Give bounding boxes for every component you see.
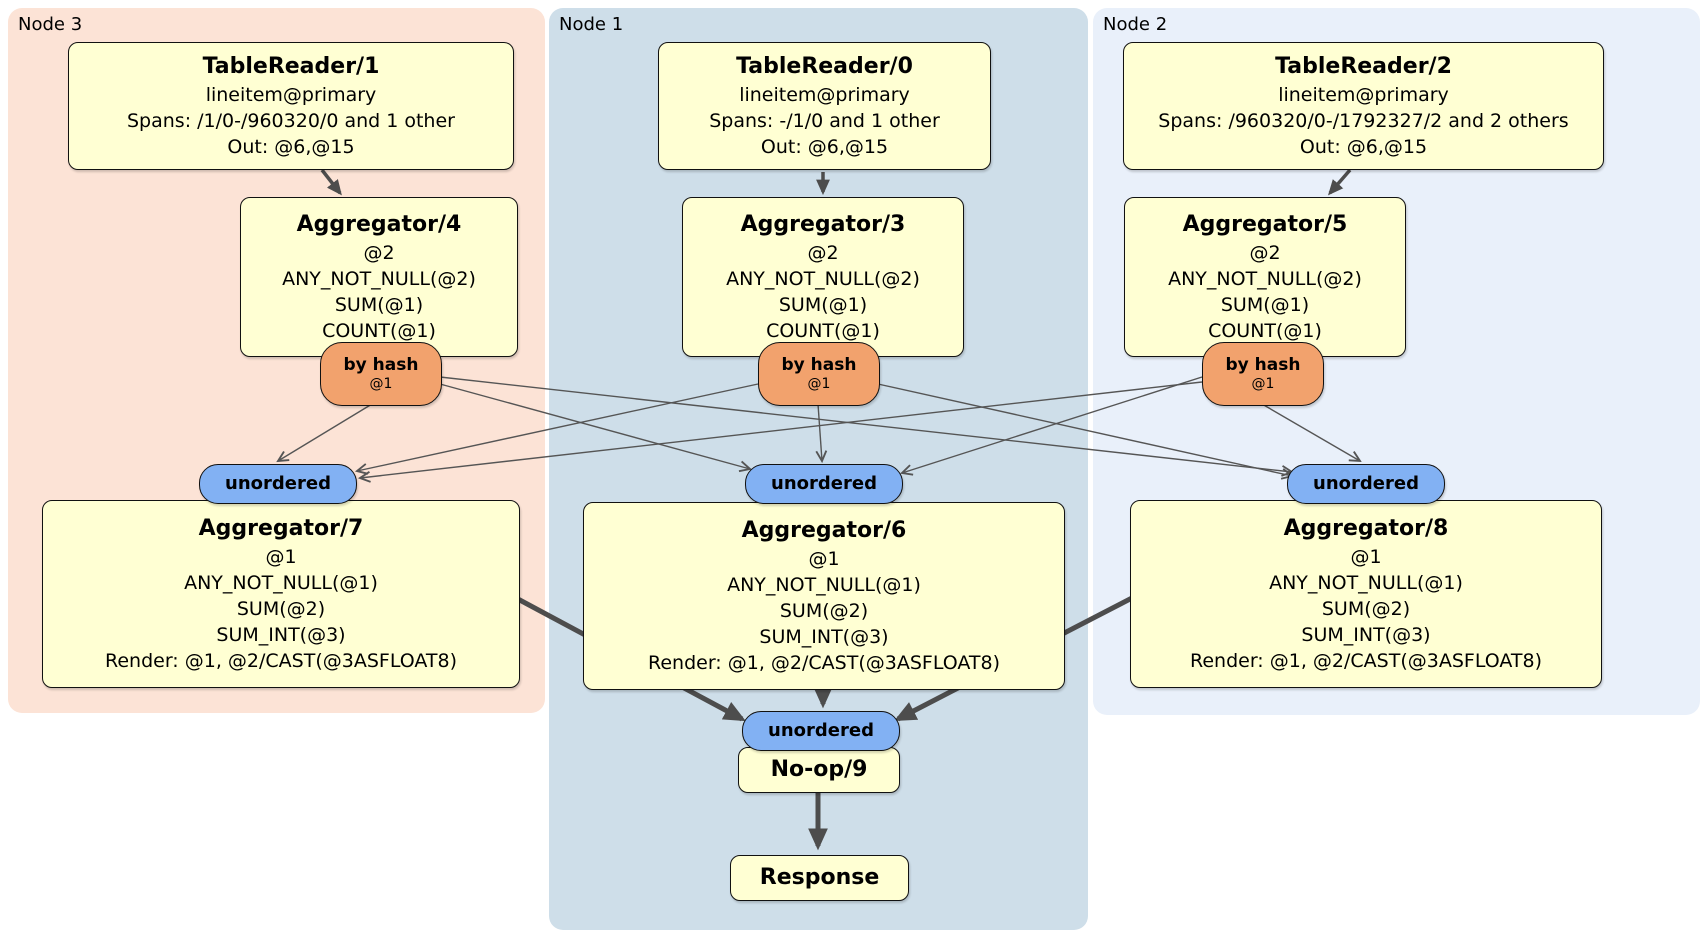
processor-detail: Render: @1, @2/CAST(@3ASFLOAT8)	[1190, 650, 1542, 672]
router-by-hash-key: @1	[1251, 376, 1275, 392]
processor-detail: ANY_NOT_NULL(@2)	[726, 268, 920, 290]
router-by-hash-label: by hash	[343, 355, 419, 375]
sync-unordered-label: unordered	[225, 473, 331, 494]
sync-unordered-label: unordered	[1313, 473, 1419, 494]
processor-detail: Render: @1, @2/CAST(@3ASFLOAT8)	[648, 652, 1000, 674]
processor-tablereader-1: TableReader/1 lineitem@primary Spans: /1…	[68, 42, 514, 170]
panel-node3-label: Node 3	[18, 14, 83, 35]
processor-detail: COUNT(@1)	[1208, 320, 1322, 342]
edge-tr2-agg5	[1327, 168, 1352, 196]
processor-detail: SUM(@1)	[1220, 294, 1310, 316]
processor-detail: COUNT(@1)	[766, 320, 880, 342]
processor-detail: lineitem@primary	[739, 84, 910, 106]
processor-response: Response	[730, 855, 909, 901]
processor-detail: @2	[363, 242, 395, 264]
router-by-hash-key: @1	[369, 376, 393, 392]
processor-title: Aggregator/6	[741, 518, 907, 543]
processor-detail: Out: @6,@15	[1299, 136, 1428, 158]
sync-unordered-label: unordered	[771, 473, 877, 494]
processor-title: Response	[759, 865, 880, 890]
sync-unordered-node1: unordered	[745, 464, 903, 504]
edge-hash2-sync2	[1261, 403, 1360, 461]
processor-noop-9: No-op/9	[738, 747, 900, 793]
processor-detail: ANY_NOT_NULL(@1)	[727, 574, 921, 596]
panel-node2-label: Node 2	[1103, 14, 1168, 35]
processor-title: Aggregator/4	[296, 212, 462, 237]
processor-detail: SUM(@1)	[334, 294, 424, 316]
processor-detail: SUM(@1)	[778, 294, 868, 316]
processor-title: TableReader/2	[1275, 54, 1452, 79]
processor-tablereader-0: TableReader/0 lineitem@primary Spans: -/…	[658, 42, 991, 170]
processor-aggregator-7: Aggregator/7 @1 ANY_NOT_NULL(@1) SUM(@2)…	[42, 500, 520, 688]
processor-detail: SUM_INT(@3)	[759, 626, 889, 648]
processor-detail: @2	[1249, 242, 1281, 264]
processor-title: Aggregator/7	[198, 516, 364, 541]
processor-detail: SUM(@2)	[1321, 598, 1411, 620]
processor-detail: Render: @1, @2/CAST(@3ASFLOAT8)	[105, 650, 457, 672]
processor-detail: Spans: /1/0-/960320/0 and 1 other	[127, 110, 455, 132]
router-by-hash-key: @1	[807, 376, 831, 392]
processor-detail: Spans: /960320/0-/1792327/2 and 2 others	[1158, 110, 1569, 132]
processor-detail: @1	[1350, 546, 1382, 568]
processor-aggregator-5: Aggregator/5 @2 ANY_NOT_NULL(@2) SUM(@1)…	[1124, 197, 1406, 357]
edge-hash2-sync1	[902, 376, 1203, 473]
processor-detail: SUM(@2)	[236, 598, 326, 620]
processor-detail: @2	[807, 242, 839, 264]
processor-detail: @1	[265, 546, 297, 568]
processor-title: TableReader/1	[202, 54, 380, 79]
processor-aggregator-8: Aggregator/8 @1 ANY_NOT_NULL(@1) SUM(@2)…	[1130, 500, 1602, 688]
processor-detail: ANY_NOT_NULL(@2)	[1168, 268, 1362, 290]
router-by-hash-node1: by hash @1	[758, 342, 880, 406]
router-by-hash-label: by hash	[781, 355, 857, 375]
processor-detail: lineitem@primary	[205, 84, 377, 106]
processor-title: Aggregator/5	[1182, 212, 1348, 237]
processor-detail: SUM(@2)	[779, 600, 869, 622]
edge-hash3-sync3	[278, 403, 373, 461]
processor-title: TableReader/0	[736, 54, 913, 79]
processor-detail: SUM_INT(@3)	[216, 624, 346, 646]
sync-unordered-node3: unordered	[199, 464, 357, 504]
processor-title: No-op/9	[770, 757, 868, 782]
hash-mesh-edges	[278, 376, 1360, 478]
edge-hash1-sync1	[818, 403, 822, 461]
processor-detail: ANY_NOT_NULL(@2)	[282, 268, 476, 290]
processor-detail: Spans: -/1/0 and 1 other	[709, 110, 940, 132]
processor-aggregator-3: Aggregator/3 @2 ANY_NOT_NULL(@2) SUM(@1)…	[682, 197, 964, 357]
processor-detail: ANY_NOT_NULL(@1)	[1269, 572, 1463, 594]
router-by-hash-label: by hash	[1225, 355, 1301, 375]
panel-node1-label: Node 1	[559, 14, 624, 35]
processor-tablereader-2: TableReader/2 lineitem@primary Spans: /9…	[1123, 42, 1604, 170]
processor-detail: Out: @6,@15	[227, 136, 355, 158]
sync-unordered-label: unordered	[768, 720, 874, 741]
tablereader-edges	[320, 168, 1352, 196]
router-by-hash-node2: by hash @1	[1202, 342, 1324, 406]
sync-unordered-final: unordered	[742, 711, 900, 751]
edge-hash3-sync1	[439, 383, 750, 469]
processor-title: Aggregator/8	[1283, 516, 1449, 541]
edge-hash1-sync2	[877, 383, 1292, 476]
processor-aggregator-6: Aggregator/6 @1 ANY_NOT_NULL(@1) SUM(@2)…	[583, 502, 1065, 690]
edge-hash1-sync3	[357, 383, 759, 471]
processor-detail: @1	[808, 548, 840, 570]
edge-tr1-agg4	[320, 168, 342, 196]
processor-detail: ANY_NOT_NULL(@1)	[184, 572, 378, 594]
processor-detail: COUNT(@1)	[322, 320, 436, 342]
edge-hash3-sync2	[439, 376, 1292, 472]
processor-aggregator-4: Aggregator/4 @2 ANY_NOT_NULL(@2) SUM(@1)…	[240, 197, 518, 357]
processor-detail: lineitem@primary	[1278, 84, 1449, 106]
processor-detail: SUM_INT(@3)	[1301, 624, 1431, 646]
router-by-hash-node3: by hash @1	[320, 342, 442, 406]
edge-hash2-sync3	[360, 381, 1203, 478]
sync-unordered-node2: unordered	[1287, 464, 1445, 504]
processor-detail: Out: @6,@15	[760, 136, 889, 158]
processor-title: Aggregator/3	[740, 212, 906, 237]
